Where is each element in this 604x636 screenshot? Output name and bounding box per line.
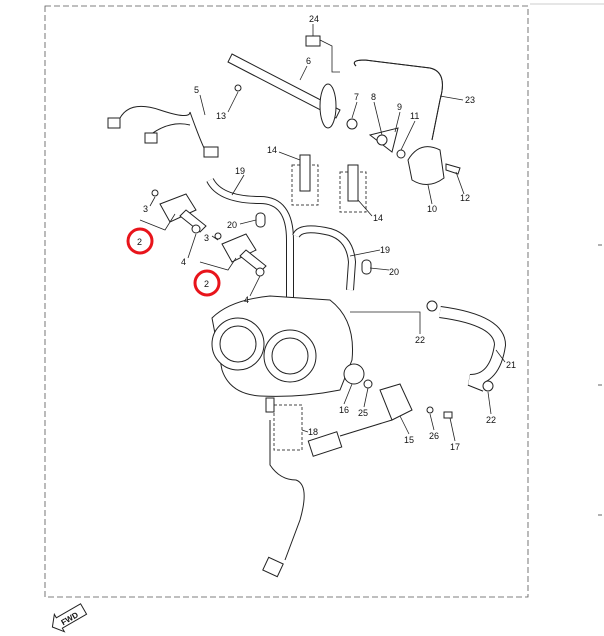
callout-10[interactable]: 10 — [427, 204, 437, 214]
callout-3[interactable]: 3 — [204, 233, 209, 243]
callout-23[interactable]: 23 — [465, 95, 475, 105]
callout-26[interactable]: 26 — [429, 431, 439, 441]
callout-12[interactable]: 12 — [460, 193, 470, 203]
callout-25[interactable]: 25 — [358, 408, 368, 418]
callout-2[interactable]: 2 — [204, 279, 209, 289]
callout-24[interactable]: 24 — [309, 14, 319, 24]
callout-14[interactable]: 14 — [267, 145, 277, 155]
callout-20[interactable]: 20 — [389, 267, 399, 277]
callout-15[interactable]: 15 — [404, 435, 414, 445]
callout-3[interactable]: 3 — [143, 204, 148, 214]
parts-artwork — [107, 35, 507, 578]
callout-19[interactable]: 19 — [235, 166, 245, 176]
callout-11[interactable]: 11 — [410, 111, 419, 121]
callout-18[interactable]: 18 — [308, 427, 318, 437]
callout-4[interactable]: 4 — [181, 257, 186, 267]
callout-22[interactable]: 22 — [486, 415, 496, 425]
callout-9[interactable]: 9 — [397, 102, 402, 112]
callout-20[interactable]: 20 — [227, 220, 237, 230]
callout-16[interactable]: 16 — [339, 405, 349, 415]
callout-2[interactable]: 2 — [137, 237, 142, 247]
fwd-arrow-icon: FWD — [51, 603, 88, 633]
callout-17[interactable]: 17 — [450, 442, 460, 452]
diagram-frame — [44, 5, 529, 598]
callout-13[interactable]: 13 — [216, 111, 226, 121]
callout-21[interactable]: 21 — [506, 360, 516, 370]
callout-14[interactable]: 14 — [373, 213, 383, 223]
highlight-circle-2a — [126, 227, 154, 255]
callout-5[interactable]: 5 — [194, 85, 199, 95]
callout-19[interactable]: 19 — [380, 245, 390, 255]
callout-6[interactable]: 6 — [306, 56, 311, 66]
highlight-circle-2b — [193, 269, 221, 297]
callout-8[interactable]: 8 — [371, 92, 376, 102]
callout-7[interactable]: 7 — [354, 92, 359, 102]
callout-labels: 24 6 5 13 7 8 9 11 23 14 19 3 2 4 20 3 2… — [137, 14, 516, 452]
callout-22[interactable]: 22 — [415, 335, 425, 345]
leader-lines — [139, 24, 506, 442]
callout-4[interactable]: 4 — [244, 295, 249, 305]
